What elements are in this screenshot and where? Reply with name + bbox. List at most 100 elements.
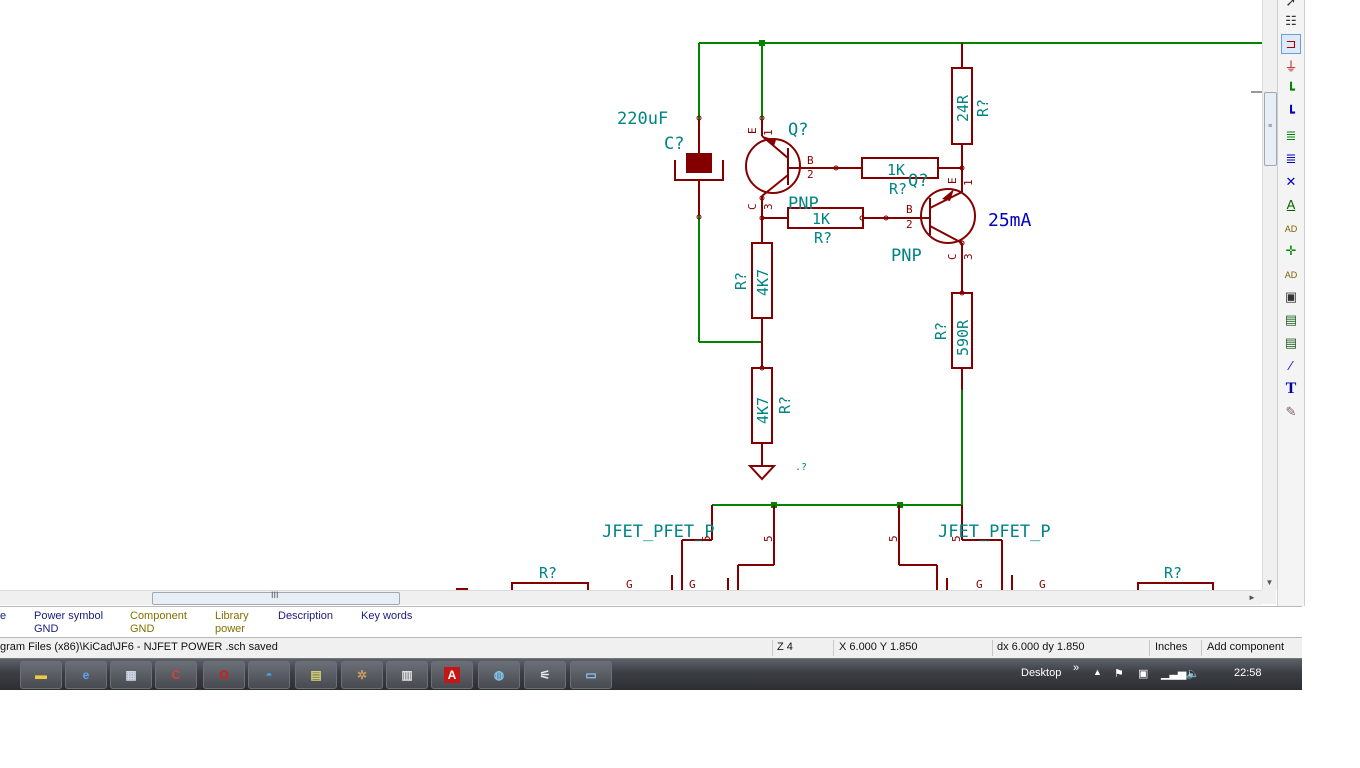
r-590r-ref: R? [932,322,950,340]
device-icon[interactable]: ▣ [1138,668,1149,680]
col-component: Component GND [130,610,187,636]
scroll-down-arrow-icon[interactable]: ▼ [1265,578,1274,587]
col-power-symbol-name: Power symbol [34,610,104,622]
puzzle-app-icon[interactable]: ✲ [341,661,383,689]
cap-ref: C? [664,134,684,154]
volume-icon[interactable]: 🔈 [1186,668,1200,680]
vertical-scrollbar[interactable]: ≡ ▼ [1262,0,1277,590]
status-separator [772,640,773,656]
select-arrow-icon[interactable]: ➚ [1285,0,1297,9]
status-cursor-dxdy: dx 6.000 dy 1.850 [997,641,1085,653]
col-component-value: GND [130,623,155,635]
network-signal-icon[interactable]: ▁▃▅ [1161,668,1187,680]
scroll-right-arrow-icon[interactable]: ► [1248,593,1256,602]
place-component-icon[interactable]: ⊐ [1281,34,1301,54]
acrobat-icon[interactable]: A [431,661,473,689]
vertical-scroll-thumb[interactable]: ≡ [1264,92,1277,166]
q1-pin-3: 3 [762,203,775,210]
horizontal-scrollbar[interactable]: III ► [0,590,1262,605]
desktop-toolbar-label[interactable]: Desktop [1021,667,1062,679]
kicad-icon[interactable]: ⚟ [524,661,566,689]
r-4k7-lower-ref: R? [776,396,794,414]
status-zoom: Z 4 [777,641,793,653]
clock-time[interactable]: 22:58 [1234,667,1262,679]
r-4k7-upper-ref: R? [732,272,750,290]
hierarchical-label-icon[interactable]: AD [1284,270,1298,280]
junction-icon[interactable]: ✛ [1285,243,1297,258]
jfet-left-label: JFET_PFET_P [602,522,715,542]
status-message: gram Files (x86)\KiCad\JF6 - NJFET POWER… [0,641,278,653]
q1-pin-b: B [807,154,814,167]
hierarchical-sheet-icon[interactable]: ▣ [1284,289,1298,304]
global-label-icon[interactable]: AD [1284,224,1298,234]
place-power-icon[interactable]: ⏚ [1284,59,1298,74]
place-bus-icon[interactable]: ┗ [1287,105,1295,120]
status-mode: Add component [1207,641,1285,653]
calculator-icon[interactable]: ▦ [110,661,152,689]
notepad-icon[interactable]: ▤ [295,661,337,689]
component-library-panel: e Power symbol GND Component GND Library… [0,606,1302,638]
q1-pin-e: E [746,127,759,134]
q2-pin-3: 3 [962,253,975,260]
add-image-icon[interactable]: ✎ [1285,404,1297,419]
col-power-symbol-value: GND [34,623,59,635]
r-1k-mid-value: 1K [812,210,830,228]
paint-icon[interactable]: ◍ [478,661,520,689]
gnd-ref: .? [795,462,807,473]
schematic-canvas[interactable]: 220uF C? Q? PNP Q? PNP 25mA 1K R? 1K R? … [0,0,1262,590]
horizontal-scroll-thumb[interactable]: III [152,590,400,605]
q2-pin-1: 1 [962,179,975,186]
col-library-value: power [215,623,245,635]
q1-pin-1: 1 [762,129,775,136]
col-keywords-name: Key words [361,610,413,622]
status-separator [1149,640,1150,656]
r-1k-top-value: 1K [887,161,905,179]
toolbar-chevron[interactable]: » [1073,662,1080,674]
current-label: 25mA [988,210,1032,231]
no-connect-flag-icon[interactable]: ✕ [1285,174,1297,189]
show-hidden-icons-icon[interactable]: ▲ [1093,667,1102,677]
print-icon[interactable]: ▥ [386,661,428,689]
text-icon[interactable]: T [1285,380,1297,397]
col-partial-name: e [0,610,7,622]
status-separator [833,640,834,656]
import-sheet-pin-icon[interactable]: ▤ [1284,312,1298,327]
status-separator [1201,640,1202,656]
wire-to-bus-entry-icon[interactable]: ≣ [1285,128,1297,143]
q1-ref: Q? [788,120,808,140]
col-description: Description [278,610,333,623]
r-bottom-right-ref: R? [1164,564,1182,582]
internet-explorer-icon[interactable]: e [65,661,107,689]
r-4k7-upper-value: 4K7 [754,269,772,296]
action-center-flag-icon[interactable]: ⚑ [1114,668,1124,680]
q2-pin-b: B [906,203,913,216]
scroll-corner [1262,590,1276,604]
col-power-symbol: Power symbol GND [34,610,103,636]
wires [698,42,1262,506]
opera-icon[interactable]: O [203,661,245,689]
right-toolbar: ➚ ☷ ⊐ ⏚ ┗ ┗ ≣ ≣ ✕ A AD ✛ AD ▣ ▤ ▤ ⁄ T ✎ [1277,0,1305,606]
q2-ref: Q? [908,171,928,191]
ccleaner-icon[interactable]: C [155,661,197,689]
col-component-name: Component [130,610,187,622]
q2-type: PNP [891,246,922,266]
app-circle-icon[interactable]: ◓ [248,661,290,689]
file-explorer-icon[interactable]: ▬ [20,661,62,689]
component-bodies [456,43,1214,590]
cap-value: 220uF [617,109,668,129]
bus-to-bus-entry-icon[interactable]: ≣ [1285,151,1297,166]
r-1k-mid-ref: R? [814,229,832,247]
q1-pin-2: 2 [807,168,814,181]
hierarchy-navigator-icon[interactable]: ☷ [1285,13,1297,28]
jfet-pin-5c: 5 [887,535,900,542]
q2-pin-c: C [946,253,959,260]
jfet-pin-g3: G [976,578,983,590]
graphic-line-icon[interactable]: ⁄ [1289,358,1293,373]
r-4k7-lower-value: 4K7 [754,397,772,424]
window-app-icon[interactable]: ▭ [570,661,612,689]
net-label-icon[interactable]: A [1286,197,1296,212]
col-keywords: Key words [361,610,412,623]
place-wire-icon[interactable]: ┗ [1287,82,1295,97]
schematic-drawing: 220uF C? Q? PNP Q? PNP 25mA 1K R? 1K R? … [456,40,1262,590]
hierarchical-pin-icon[interactable]: ▤ [1284,335,1298,350]
